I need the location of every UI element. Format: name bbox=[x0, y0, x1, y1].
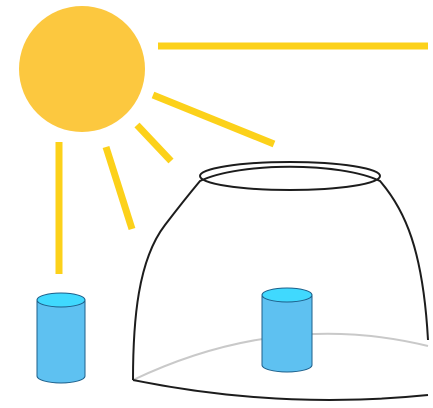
sun-ray-long-diagonal bbox=[153, 95, 274, 144]
open-cup-rim bbox=[37, 293, 85, 307]
sun-ray-short-diagonal bbox=[137, 125, 171, 161]
covered-cup-rim bbox=[262, 288, 312, 302]
sun-ray-steep bbox=[106, 147, 132, 229]
open-cup-icon bbox=[37, 293, 85, 383]
covered-cup-icon bbox=[262, 288, 312, 372]
open-cup-body bbox=[37, 300, 85, 383]
covered-cup-body bbox=[262, 295, 312, 372]
sun-icon bbox=[19, 6, 145, 132]
